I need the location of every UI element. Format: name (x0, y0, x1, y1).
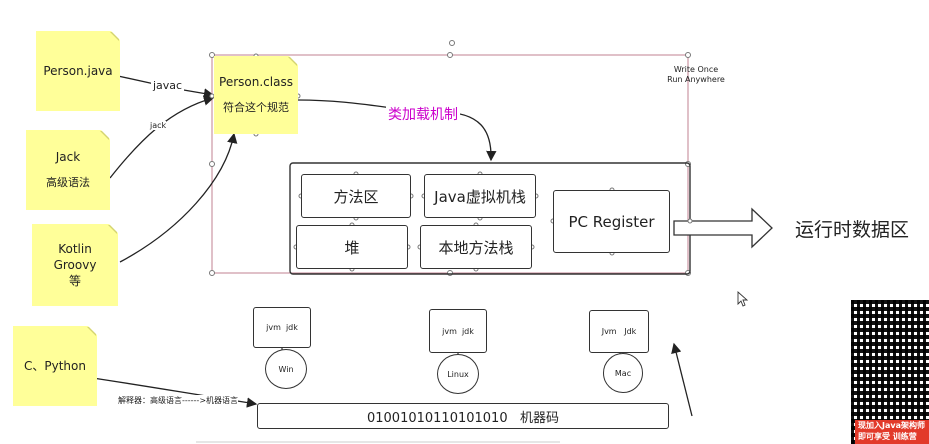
platform-linux-jdk[interactable]: jvm jdk (429, 309, 487, 353)
label-javac: javac (151, 79, 185, 92)
platform-mac-os-label: Mac (614, 368, 632, 378)
native-stack-box[interactable]: 本地方法栈 (420, 225, 532, 269)
platform-win-jdk-label: jvm jdk (266, 323, 298, 332)
note-c-python[interactable]: C、Python (13, 326, 97, 406)
label-jack: jack (150, 121, 167, 130)
native-stack-label: 本地方法栈 (438, 238, 514, 257)
method-area-label: 方法区 (333, 187, 379, 206)
jvm-stack-box[interactable]: Java虚拟机栈 (424, 174, 536, 218)
note-jack-sub: 高级语法 (46, 176, 90, 189)
platform-linux-os-label: Linux (447, 369, 469, 379)
note-kotlin-line2: Groovy (53, 258, 97, 272)
platform-win-os-label: Win (278, 364, 294, 374)
jvm-stack-label: Java虚拟机栈 (434, 187, 526, 206)
class-loader-label: 类加载机制 (386, 104, 460, 124)
note-kotlin-line1: Kotlin (58, 242, 92, 256)
pc-register-box[interactable]: PC Register (553, 190, 670, 253)
note-kotlin[interactable]: Kotlin Groovy 等 (32, 224, 118, 306)
edge-kotlin (119, 132, 238, 263)
note-kotlin-line3: 等 (68, 274, 81, 288)
qr-banner[interactable]: 现加入Java架构师 即可享受 训练营 (855, 420, 929, 444)
cursor-icon (737, 290, 749, 307)
edge-jack (109, 95, 215, 179)
platform-mac-jdk-label: Jvm Jdk (601, 327, 637, 336)
platform-win-os[interactable]: Win (265, 349, 307, 389)
runtime-hollow-arrow (673, 207, 773, 249)
note-c-python-text: C、Python (24, 359, 86, 373)
qr-banner-line2: 即可享受 训练营 (858, 432, 917, 441)
qr-banner-line1: 现加入Java架构师 (858, 421, 925, 430)
edge-up-arrow (671, 342, 693, 417)
note-jack-title: Jack (55, 150, 81, 164)
run-anywhere-text: Run Anywhere (667, 75, 725, 84)
platform-linux-jdk-label: jvm jdk (442, 326, 474, 336)
note-person-class-sub: 符合这个规范 (223, 101, 289, 114)
pc-register-label: PC Register (568, 212, 655, 231)
method-area-box[interactable]: 方法区 (301, 174, 411, 218)
platform-linux-os[interactable]: Linux (437, 354, 479, 394)
platform-mac-os[interactable]: Mac (603, 353, 643, 393)
machine-code-box[interactable]: 01001010110101010 机器码 (257, 403, 669, 429)
runtime-data-area-label: 运行时数据区 (795, 219, 910, 241)
platform-mac-jdk[interactable]: Jvm Jdk (589, 310, 649, 353)
heap-label: 堆 (344, 238, 360, 257)
write-once-text: Write Once (673, 65, 719, 74)
note-person-class-title: Person.class (219, 75, 293, 89)
platform-win-jdk[interactable]: jvm jdk (253, 307, 311, 348)
note-person-class[interactable]: Person.class 符合这个规范 (214, 56, 298, 134)
note-person-java[interactable]: Person.java (36, 31, 120, 111)
heap-box[interactable]: 堆 (296, 225, 408, 269)
note-person-java-text: Person.java (43, 64, 113, 78)
label-interpreter: 解释器：高级语言------>机器语言 (118, 395, 239, 406)
note-jack[interactable]: Jack 高级语法 (26, 130, 110, 210)
write-once-caption: Write Once Run Anywhere (658, 65, 734, 85)
machine-code-label: 01001010110101010 机器码 (366, 410, 559, 426)
